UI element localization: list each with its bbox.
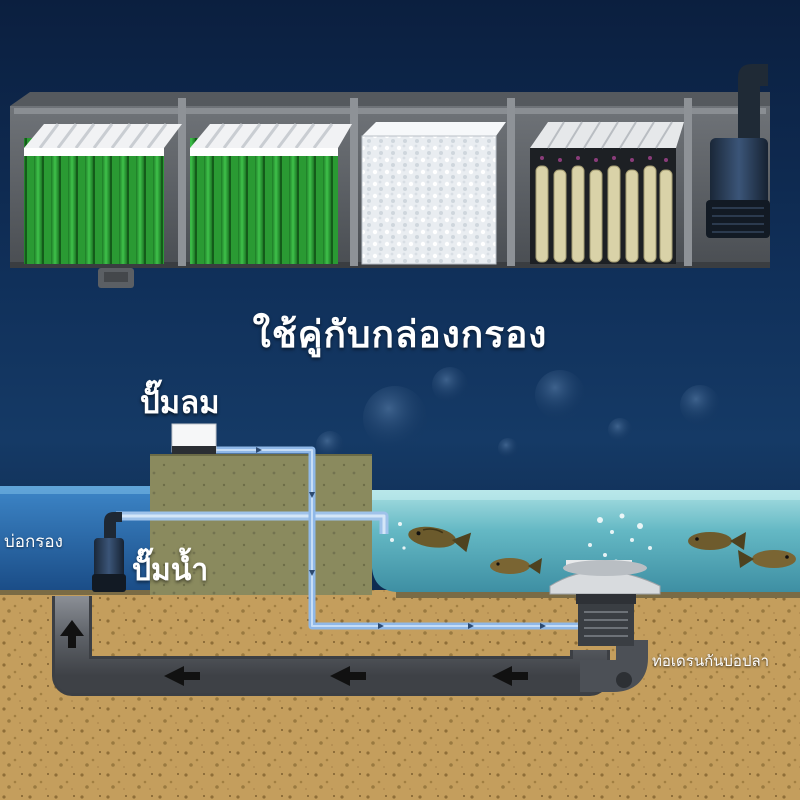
drain-pipe (52, 596, 648, 696)
water-pump (92, 512, 126, 592)
water-pump-label: ปั๊มน้ำ (132, 553, 209, 588)
green-filter-brush-2 (190, 123, 352, 264)
caption: ใช้คู่กับกล่องกรอง (252, 313, 548, 356)
bottom-drain (549, 560, 661, 646)
water-return-pipe (116, 511, 389, 534)
filter-pond (0, 486, 150, 595)
air-pump-device (171, 423, 217, 454)
air-line (214, 446, 584, 630)
submersible-pump-box (706, 64, 770, 238)
fish-pond (372, 490, 800, 598)
white-filter-wool (361, 122, 506, 265)
green-filter-brush-1 (24, 123, 182, 264)
koi-fish (408, 526, 796, 574)
air-pump-label: ปั๊มลม (140, 385, 220, 421)
filter-pond-label: บ่อกรอง (4, 532, 63, 552)
background-bubbles (316, 367, 720, 459)
bio-filter-tubes (530, 121, 684, 264)
drain-label: ท่อเดรนกันบ่อปลา (652, 652, 770, 670)
